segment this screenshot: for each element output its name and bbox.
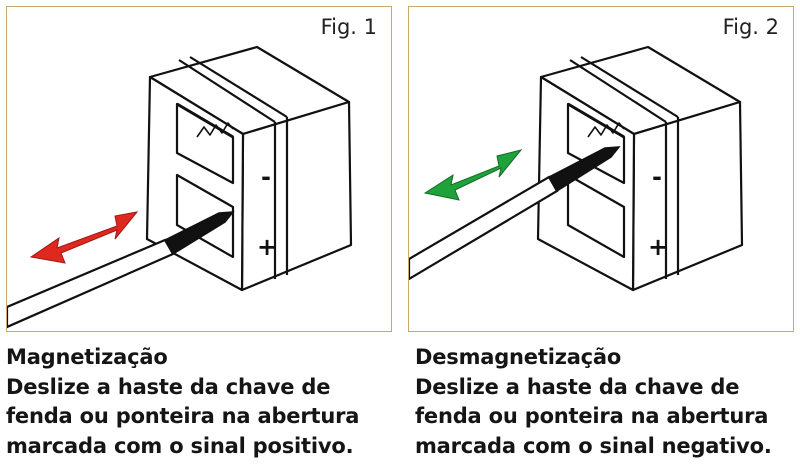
magnetizer-illustration-2: - +	[409, 45, 744, 292]
figure-label: Fig. 2	[722, 15, 779, 39]
screwdriver-shaft-icon	[7, 238, 175, 329]
minus-sign: -	[261, 163, 271, 191]
double-arrow-icon	[423, 149, 523, 201]
double-arrow-icon	[29, 211, 139, 264]
magnetizer-illustration-1: - +	[7, 45, 353, 329]
figure-2-panel: - + Fig. 2	[408, 6, 794, 332]
figure-label: Fig. 1	[320, 15, 377, 39]
caption-line: marcada com o sinal negativo.	[415, 433, 772, 458]
caption-magnetization: Magnetização Deslize a haste da chave de…	[6, 343, 398, 461]
caption-line: Deslize a haste da chave de	[6, 374, 331, 399]
caption-line: fenda ou ponteira na abertura	[6, 404, 360, 428]
minus-sign: -	[652, 163, 662, 191]
caption-title: Magnetização	[6, 345, 168, 369]
caption-line: Deslize a haste da chave de	[415, 374, 740, 399]
screwdriver-tip-icon	[163, 211, 235, 256]
figure-1-panel: - + Fig. 1	[6, 6, 392, 332]
caption-demagnetization: Desmagnetização Deslize a haste da chave…	[415, 343, 800, 461]
caption-line: fenda ou ponteira na abertura	[415, 404, 769, 428]
plus-sign: +	[257, 233, 277, 261]
plus-sign: +	[648, 233, 668, 261]
caption-line: marcada com o sinal positivo.	[6, 433, 354, 458]
screwdriver-tip-icon	[547, 146, 621, 193]
caption-title: Desmagnetização	[415, 345, 622, 369]
